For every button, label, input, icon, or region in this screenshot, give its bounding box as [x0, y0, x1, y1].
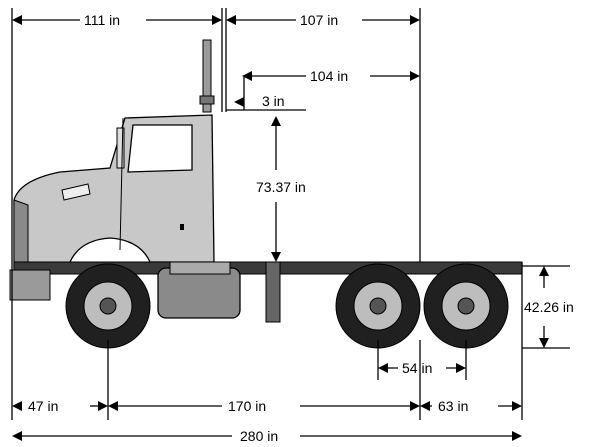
dim-73-label: 73.37 in — [256, 179, 306, 195]
dim-111-label: 111 in — [84, 12, 120, 28]
cab-window — [127, 124, 193, 173]
dim-63-label: 63 in — [438, 398, 468, 414]
semi-truck-side-view-icon — [9, 39, 523, 349]
dimension-lines — [11, 8, 570, 441]
dim-280-label: 280 in — [240, 428, 278, 444]
exhaust-stack — [202, 39, 212, 113]
dim-3-label: 3 in — [262, 93, 285, 109]
front-wheel — [65, 263, 151, 349]
rear-wheel-2 — [423, 263, 509, 349]
fuel-tank — [157, 267, 241, 319]
rear-wheel-1 — [335, 263, 421, 349]
dimension-labels: 111 in 107 in 104 in 3 in 73.37 in 42.26… — [28, 12, 574, 444]
dim-104-label: 104 in — [310, 68, 348, 84]
dim-107-label: 107 in — [300, 12, 338, 28]
dim-42-label: 42.26 in — [524, 299, 574, 315]
dim-47-label: 47 in — [28, 398, 58, 414]
dim-170-label: 170 in — [228, 398, 266, 414]
dim-54-label: 54 in — [402, 360, 432, 376]
